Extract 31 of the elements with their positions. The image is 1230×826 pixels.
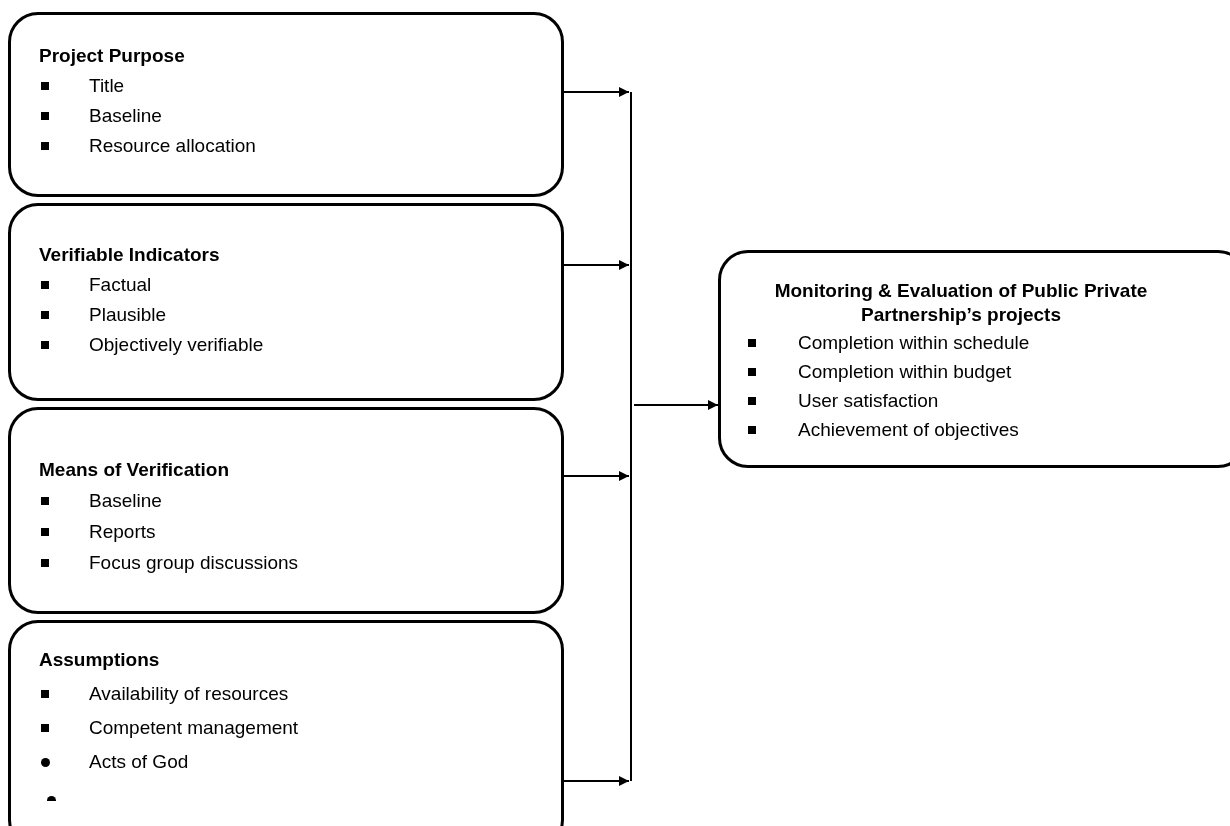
list-item: Title xyxy=(89,74,125,98)
box-heading: Project Purpose xyxy=(39,44,185,68)
list-item: Factual xyxy=(89,273,152,297)
rounded-box xyxy=(718,250,1230,468)
list-item: Resource allocation xyxy=(89,134,256,158)
arrow xyxy=(562,87,630,97)
list-item: Reports xyxy=(89,520,156,544)
box-heading: Monitoring & Evaluation of Public Private Partnership’s projects xyxy=(773,279,1149,327)
list-item: Completion within schedule xyxy=(798,331,1030,355)
rounded-box xyxy=(8,203,564,401)
list-item: Objectively verifiable xyxy=(89,333,264,357)
list-item: Completion within budget xyxy=(798,360,1012,384)
list-item: Competent management xyxy=(89,716,299,740)
rounded-box xyxy=(8,407,564,614)
list-item: Focus group discussions xyxy=(89,551,299,575)
list-item: Baseline xyxy=(89,104,162,128)
rounded-box xyxy=(8,12,564,197)
arrow xyxy=(562,471,630,481)
box-heading: Verifiable Indicators xyxy=(39,243,220,267)
list-item: Availability of resources xyxy=(89,682,289,706)
list-item: Achievement of objectives xyxy=(798,418,1019,442)
list-item: Acts of God xyxy=(89,750,189,774)
arrow xyxy=(562,260,630,270)
list-item: Plausible xyxy=(89,303,167,327)
box-heading: Means of Verification xyxy=(39,458,230,482)
arrow xyxy=(562,776,630,786)
list-item: User satisfaction xyxy=(798,389,939,413)
rounded-box xyxy=(8,620,564,826)
box-heading: Assumptions xyxy=(39,648,160,672)
list-item: Baseline xyxy=(89,489,162,513)
arrow xyxy=(630,91,719,782)
